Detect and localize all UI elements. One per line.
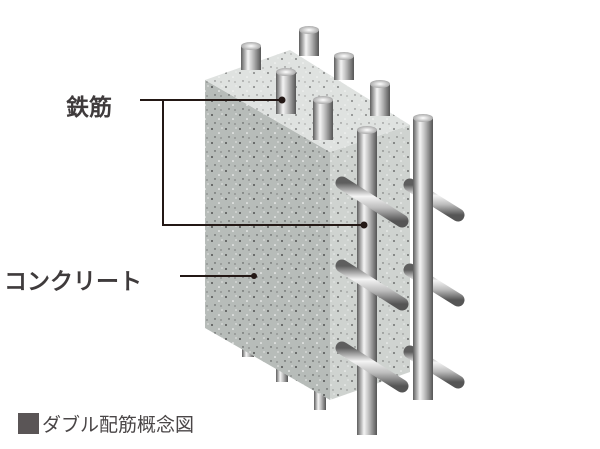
rebar-label: 鉄筋 <box>66 95 112 121</box>
leader-lines <box>140 96 368 279</box>
rebar-leader-side <box>162 100 363 226</box>
horizontal-rebars-front <box>335 176 409 393</box>
square-bullet-icon <box>18 413 39 434</box>
diagram-caption: ダブル配筋概念図 <box>18 410 194 437</box>
top-rebars <box>241 26 390 140</box>
concrete-label: コンクリート <box>4 269 142 295</box>
caption-text: ダブル配筋概念図 <box>42 414 195 436</box>
